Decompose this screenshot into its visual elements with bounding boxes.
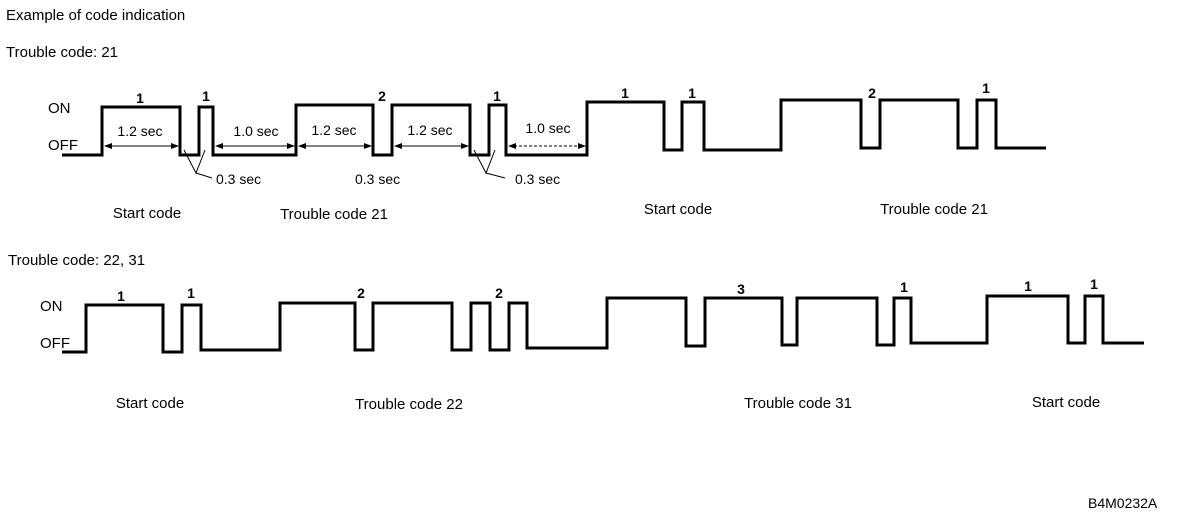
timing-label: 0.3 sec [515,171,560,187]
s2-pulse-label: 1 [117,288,125,304]
s2-pulse-label: 1 [900,279,908,295]
section2-off-label: OFF [40,335,70,352]
section1-on-label: ON [48,100,71,117]
section2-waveform [62,294,1144,354]
diagram-title: Example of code indication [6,7,186,24]
timing-label: 1.0 sec [233,123,278,139]
s1-group-label: Trouble code 21 [280,206,388,223]
s1-pulse-label: 1 [202,88,210,104]
section1-off-label: OFF [48,137,78,154]
s2-pulse-label: 3 [737,281,745,297]
s1-group-label: Start code [644,201,712,218]
s1-pulse-label: 1 [493,88,501,104]
s1-pulse-label: 1 [688,85,696,101]
s2-group-label: Trouble code 22 [355,396,463,413]
s2-group-label: Trouble code 31 [744,395,852,412]
s2-pulse-label: 1 [1090,276,1098,292]
s1-pulse-label: 2 [868,85,876,101]
s2-pulse-label: 1 [1024,278,1032,294]
s2-pulse-label: 2 [495,285,503,301]
section2-title: Trouble code: 22, 31 [8,252,146,269]
section1-waveform [62,98,1046,157]
s2-pulse-label: 1 [187,285,195,301]
timing-label: 1.2 sec [311,122,356,138]
section1-title: Trouble code: 21 [6,44,119,61]
s1-pulse-label: 2 [378,88,386,104]
section2-on-label: ON [40,298,63,315]
s1-pulse-label: 1 [136,90,144,106]
leader-lines-1 [183,149,213,179]
s2-group-label: Start code [116,395,184,412]
s1-pulse-label: 1 [621,85,629,101]
s2-pulse-label: 2 [357,285,365,301]
timing-label: 0.3 sec [355,171,400,187]
timing-label: 1.2 sec [407,122,452,138]
s1-group-label: Trouble code 21 [880,201,988,218]
timing-label: 0.3 sec [216,171,261,187]
timing-label: 1.0 sec [525,120,570,136]
s2-group-label: Start code [1032,394,1100,411]
leader-lines-3 [473,149,506,179]
figure-id: B4M0232A [1088,495,1158,511]
s1-pulse-label: 1 [982,80,990,96]
timing-label: 1.2 sec [117,123,162,139]
s1-group-label: Start code [113,205,181,222]
